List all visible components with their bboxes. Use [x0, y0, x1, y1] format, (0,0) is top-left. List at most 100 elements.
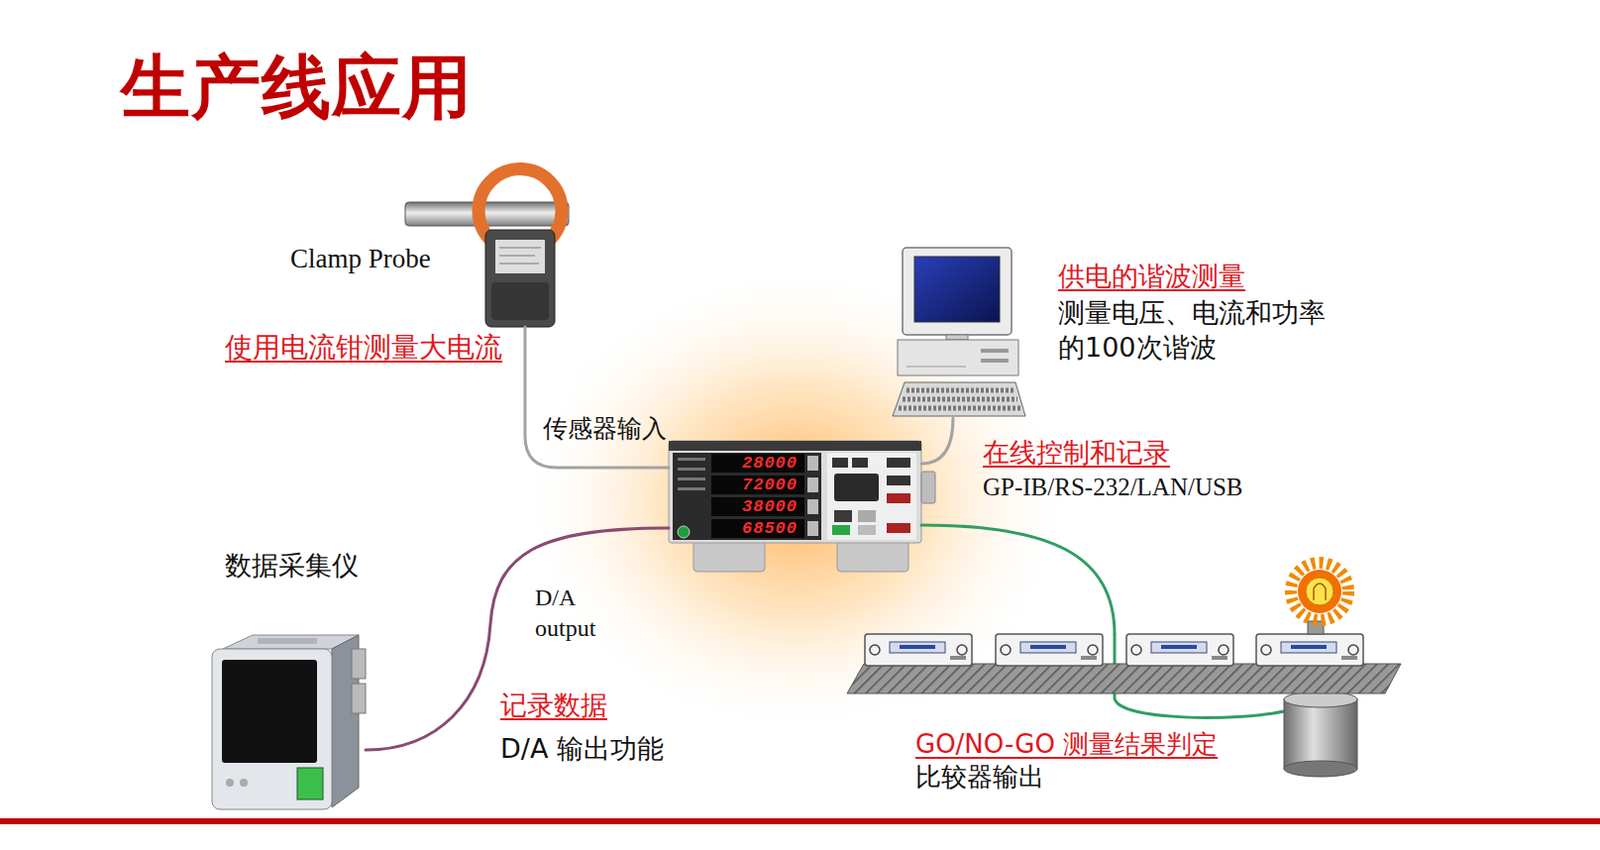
display-reading: 72000 [713, 475, 798, 495]
power-meter-drawing [857, 510, 876, 523]
computer: 供电的谐波测量测量电压、电流和功率的100次谐波 [892, 247, 1026, 419]
conveyor-drawing [1126, 634, 1234, 666]
conveyor-drawing [995, 634, 1103, 666]
clamp-probe-drawing [499, 255, 535, 257]
callout-text: 测量电压、电流和功率的100次谐波 [1058, 295, 1348, 365]
power-meter-drawing [677, 457, 706, 461]
data-logger-drawing [221, 659, 318, 763]
connector-wire [525, 326, 669, 468]
power-meter-drawing [668, 440, 922, 543]
power-meter-drawing [711, 475, 805, 495]
computer-drawing [898, 406, 1021, 412]
data-logger-drawing [351, 648, 366, 679]
device-name: 数据采集仪 [224, 549, 359, 582]
power-meter-drawing [837, 539, 909, 572]
computer-drawing [902, 247, 1012, 335]
wire-label: 传感器输入 [542, 414, 667, 444]
power-meter-drawing [832, 525, 851, 535]
power-meter-drawing [807, 455, 819, 471]
display-reading: 38000 [713, 497, 798, 517]
power-meter-drawing [711, 519, 805, 538]
clamp-probe-drawing [478, 169, 562, 240]
power-meter-drawing [857, 525, 876, 535]
power-meter-drawing [852, 457, 868, 468]
power-meter-drawing [677, 477, 706, 481]
data-logger: 数据采集仪 [209, 635, 366, 817]
power-meter-drawing [834, 510, 853, 523]
power-meter-drawing [807, 499, 819, 515]
computer-drawing [892, 382, 1026, 417]
page-title: 生产线应用 [120, 45, 473, 129]
power-meter-drawing [921, 471, 936, 504]
power-meter-drawing [677, 526, 690, 538]
power-meter-drawing [834, 473, 879, 502]
computer-drawing [914, 256, 1000, 322]
connector-wire [365, 528, 669, 750]
callout-heading: GO/NO-GO 测量结果判定 [915, 729, 1218, 760]
data-logger-drawing [351, 683, 366, 714]
conveyor-drawing [1297, 569, 1342, 614]
display-reading: 68500 [713, 519, 798, 538]
data-logger-drawing [239, 778, 248, 787]
conveyor-drawing [847, 663, 1401, 694]
bottom-rule [0, 818, 1600, 825]
power-meter: 280007200038000 68500 [668, 440, 922, 543]
clamp-probe-drawing [485, 229, 555, 327]
data-logger-drawing [212, 635, 366, 810]
power-meter-drawing [832, 457, 849, 468]
clamp-probe-drawing [499, 263, 539, 265]
conveyor-line: GO/NO-GO 测量结果判定比较器输出 [847, 634, 1401, 776]
power-meter-drawing [672, 452, 822, 540]
power-meter-drawing [886, 523, 911, 534]
conveyor-drawing [1313, 583, 1326, 601]
power-meter-drawing [668, 440, 922, 451]
data-logger-drawing [257, 638, 318, 644]
clamp-probe-drawing [499, 247, 541, 249]
interface-list: GP-IB/RS-232/LAN/USB [982, 472, 1244, 503]
connector-wire [921, 418, 954, 464]
connector-wire [921, 525, 1115, 635]
callout-heading: 供电的谐波测量 [1058, 260, 1246, 293]
computer-drawing [906, 388, 1014, 394]
power-meter-drawing [711, 497, 805, 517]
conveyor-drawing [1290, 562, 1349, 621]
data-logger-drawing [212, 648, 332, 810]
callout-text: D/A 输出功能 [500, 733, 664, 765]
conveyor-drawing [1256, 634, 1364, 666]
power-meter-drawing [711, 453, 805, 473]
computer-drawing [897, 339, 1019, 376]
display-reading: 28000 [713, 453, 798, 473]
computer-drawing [902, 397, 1018, 403]
device-name: Clamp Probe [290, 242, 431, 275]
power-meter-drawing [677, 467, 706, 471]
computer-drawing [980, 358, 1009, 363]
callout-heading: 在线控制和记录 [982, 436, 1171, 469]
conveyor-drawing [1283, 760, 1358, 777]
clamp-probe: Clamp Probe使用电流钳测量大电流 [485, 229, 555, 327]
computer-drawing [946, 334, 968, 340]
computer-drawing [906, 366, 966, 368]
clamp-probe-drawing [495, 239, 545, 274]
power-meter-drawing [886, 457, 911, 468]
callout-heading: 记录数据 [500, 689, 608, 722]
conveyor-drawing [1283, 699, 1358, 769]
power-meter-drawing [807, 477, 819, 493]
clamp-probe-drawing [405, 202, 569, 226]
conveyor-drawing [847, 562, 1401, 777]
power-meter-drawing [693, 539, 765, 572]
conveyor-drawing [864, 634, 972, 666]
callout-heading: 使用电流钳测量大电流 [224, 330, 503, 365]
data-logger-drawing [297, 767, 323, 800]
data-logger-drawing [225, 778, 234, 787]
computer-drawing [892, 247, 1026, 417]
wire-label: D/A output [534, 582, 615, 644]
power-meter-drawing [807, 521, 819, 536]
conveyor-drawing [1305, 577, 1334, 606]
power-meter-drawing [827, 452, 917, 540]
callout-text: 比较器输出 [915, 761, 1045, 793]
power-meter-drawing [668, 440, 936, 572]
power-meter-drawing [677, 487, 706, 491]
computer-drawing [980, 348, 1009, 353]
bottom-rule [0, 818, 1600, 825]
